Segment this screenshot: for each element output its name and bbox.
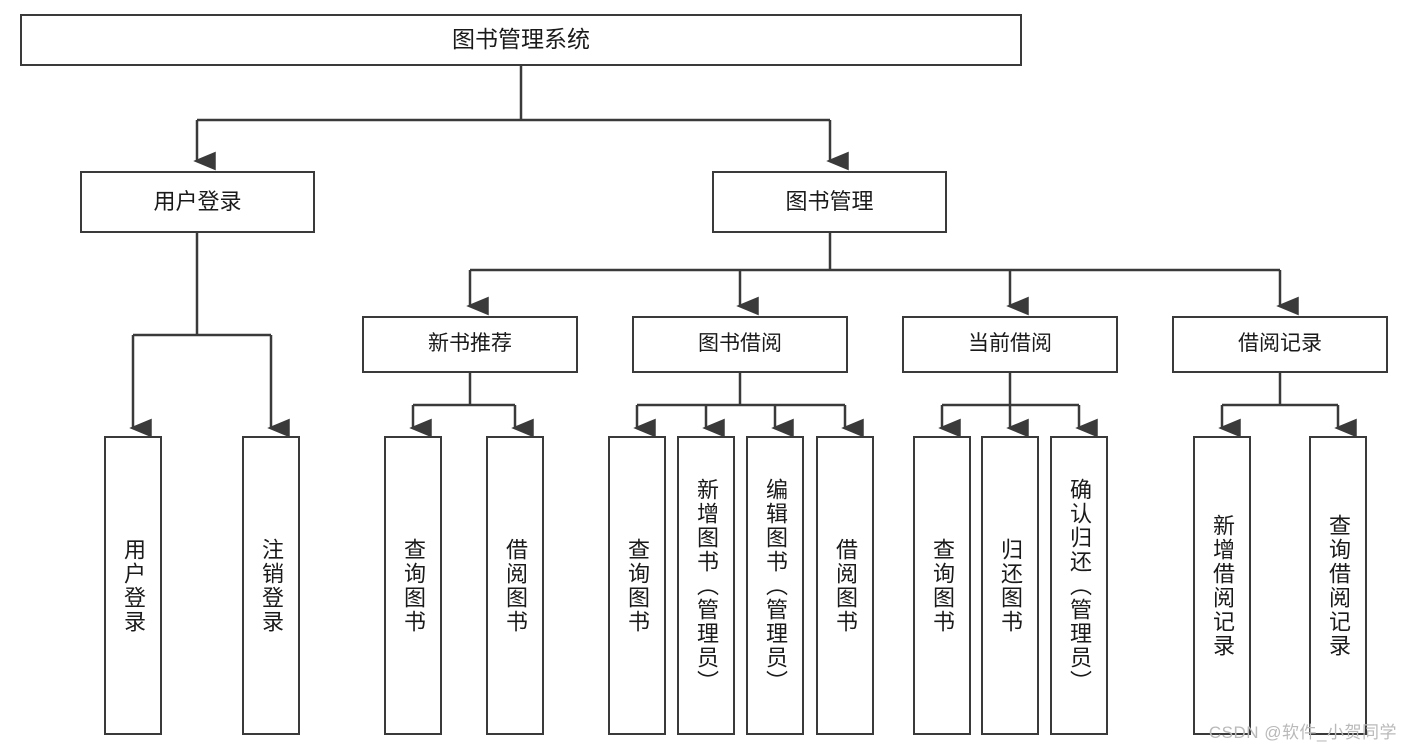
node-label: 用户登录 (153, 189, 242, 215)
leaf-borrow-book[interactable]: 借阅图书 (816, 436, 874, 735)
node-book-borrow[interactable]: 图书借阅 (632, 316, 848, 373)
node-user-login[interactable]: 用户登录 (80, 171, 315, 233)
node-label: 查询图书 (930, 537, 955, 634)
node-label: 新增借阅记录 (1210, 513, 1235, 658)
leaf-add-borrow-record[interactable]: 新增借阅记录 (1193, 436, 1251, 735)
leaf-query-book-borrow[interactable]: 查询图书 (608, 436, 666, 735)
node-label: 当前借阅 (968, 332, 1052, 356)
leaf-confirm-return-admin[interactable]: 确认归还（管理员） (1050, 436, 1108, 735)
node-label: 确认归还（管理员） (1067, 477, 1092, 694)
node-label: 归还图书 (998, 537, 1023, 634)
node-current-borrow[interactable]: 当前借阅 (902, 316, 1118, 373)
leaf-borrow-book-recommend[interactable]: 借阅图书 (486, 436, 544, 735)
node-label: 查询图书 (401, 537, 426, 634)
node-new-book-recommend[interactable]: 新书推荐 (362, 316, 578, 373)
node-label: 图书借阅 (698, 332, 782, 356)
node-label: 查询图书 (625, 537, 650, 634)
leaf-user-login[interactable]: 用户登录 (104, 436, 162, 735)
node-label: 借阅图书 (833, 537, 858, 634)
leaf-add-book-admin[interactable]: 新增图书（管理员） (677, 436, 735, 735)
node-label: 图书管理 (785, 189, 874, 215)
watermark-text: CSDN @软件_小贺同学 (1208, 723, 1397, 742)
leaf-logout[interactable]: 注销登录 (242, 436, 300, 735)
node-label: 注销登录 (259, 537, 284, 634)
node-label: 新增图书（管理员） (694, 477, 719, 694)
node-book-management[interactable]: 图书管理 (712, 171, 947, 233)
node-label: 借阅图书 (503, 537, 528, 634)
node-borrow-record[interactable]: 借阅记录 (1172, 316, 1388, 373)
node-root-system[interactable]: 图书管理系统 (20, 14, 1022, 66)
node-label: 用户登录 (121, 537, 146, 634)
node-label: 编辑图书（管理员） (763, 477, 788, 694)
node-label: 图书管理系统 (452, 26, 590, 53)
leaf-return-book[interactable]: 归还图书 (981, 436, 1039, 735)
leaf-edit-book-admin[interactable]: 编辑图书（管理员） (746, 436, 804, 735)
leaf-query-book-recommend[interactable]: 查询图书 (384, 436, 442, 735)
leaf-query-book-current[interactable]: 查询图书 (913, 436, 971, 735)
leaf-query-borrow-record[interactable]: 查询借阅记录 (1309, 436, 1367, 735)
node-label: 借阅记录 (1238, 332, 1322, 356)
node-label: 查询借阅记录 (1326, 513, 1351, 658)
node-label: 新书推荐 (428, 332, 512, 356)
